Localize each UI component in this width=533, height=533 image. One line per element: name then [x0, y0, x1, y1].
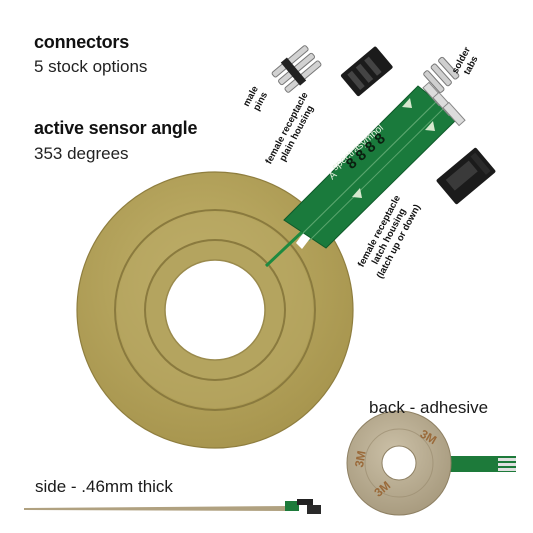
male-pins — [271, 45, 322, 93]
back-adhesive-sensor — [346, 410, 516, 516]
connectors-subtitle: 5 stock options — [34, 57, 148, 76]
side-caption: side - .46mm thick — [35, 477, 173, 496]
solder-tabs — [422, 56, 466, 127]
latch-housing-connector — [436, 147, 496, 205]
plain-housing-connector — [340, 46, 393, 97]
side-profile — [24, 499, 321, 514]
back-caption: back - adhesive — [369, 398, 489, 417]
angle-title: active sensor angle — [34, 118, 198, 138]
angle-subtitle: 353 degrees — [34, 144, 129, 163]
connectors-title: connectors — [34, 32, 130, 52]
pcb-tail — [264, 85, 459, 268]
liner-mark: 3M — [351, 449, 369, 469]
